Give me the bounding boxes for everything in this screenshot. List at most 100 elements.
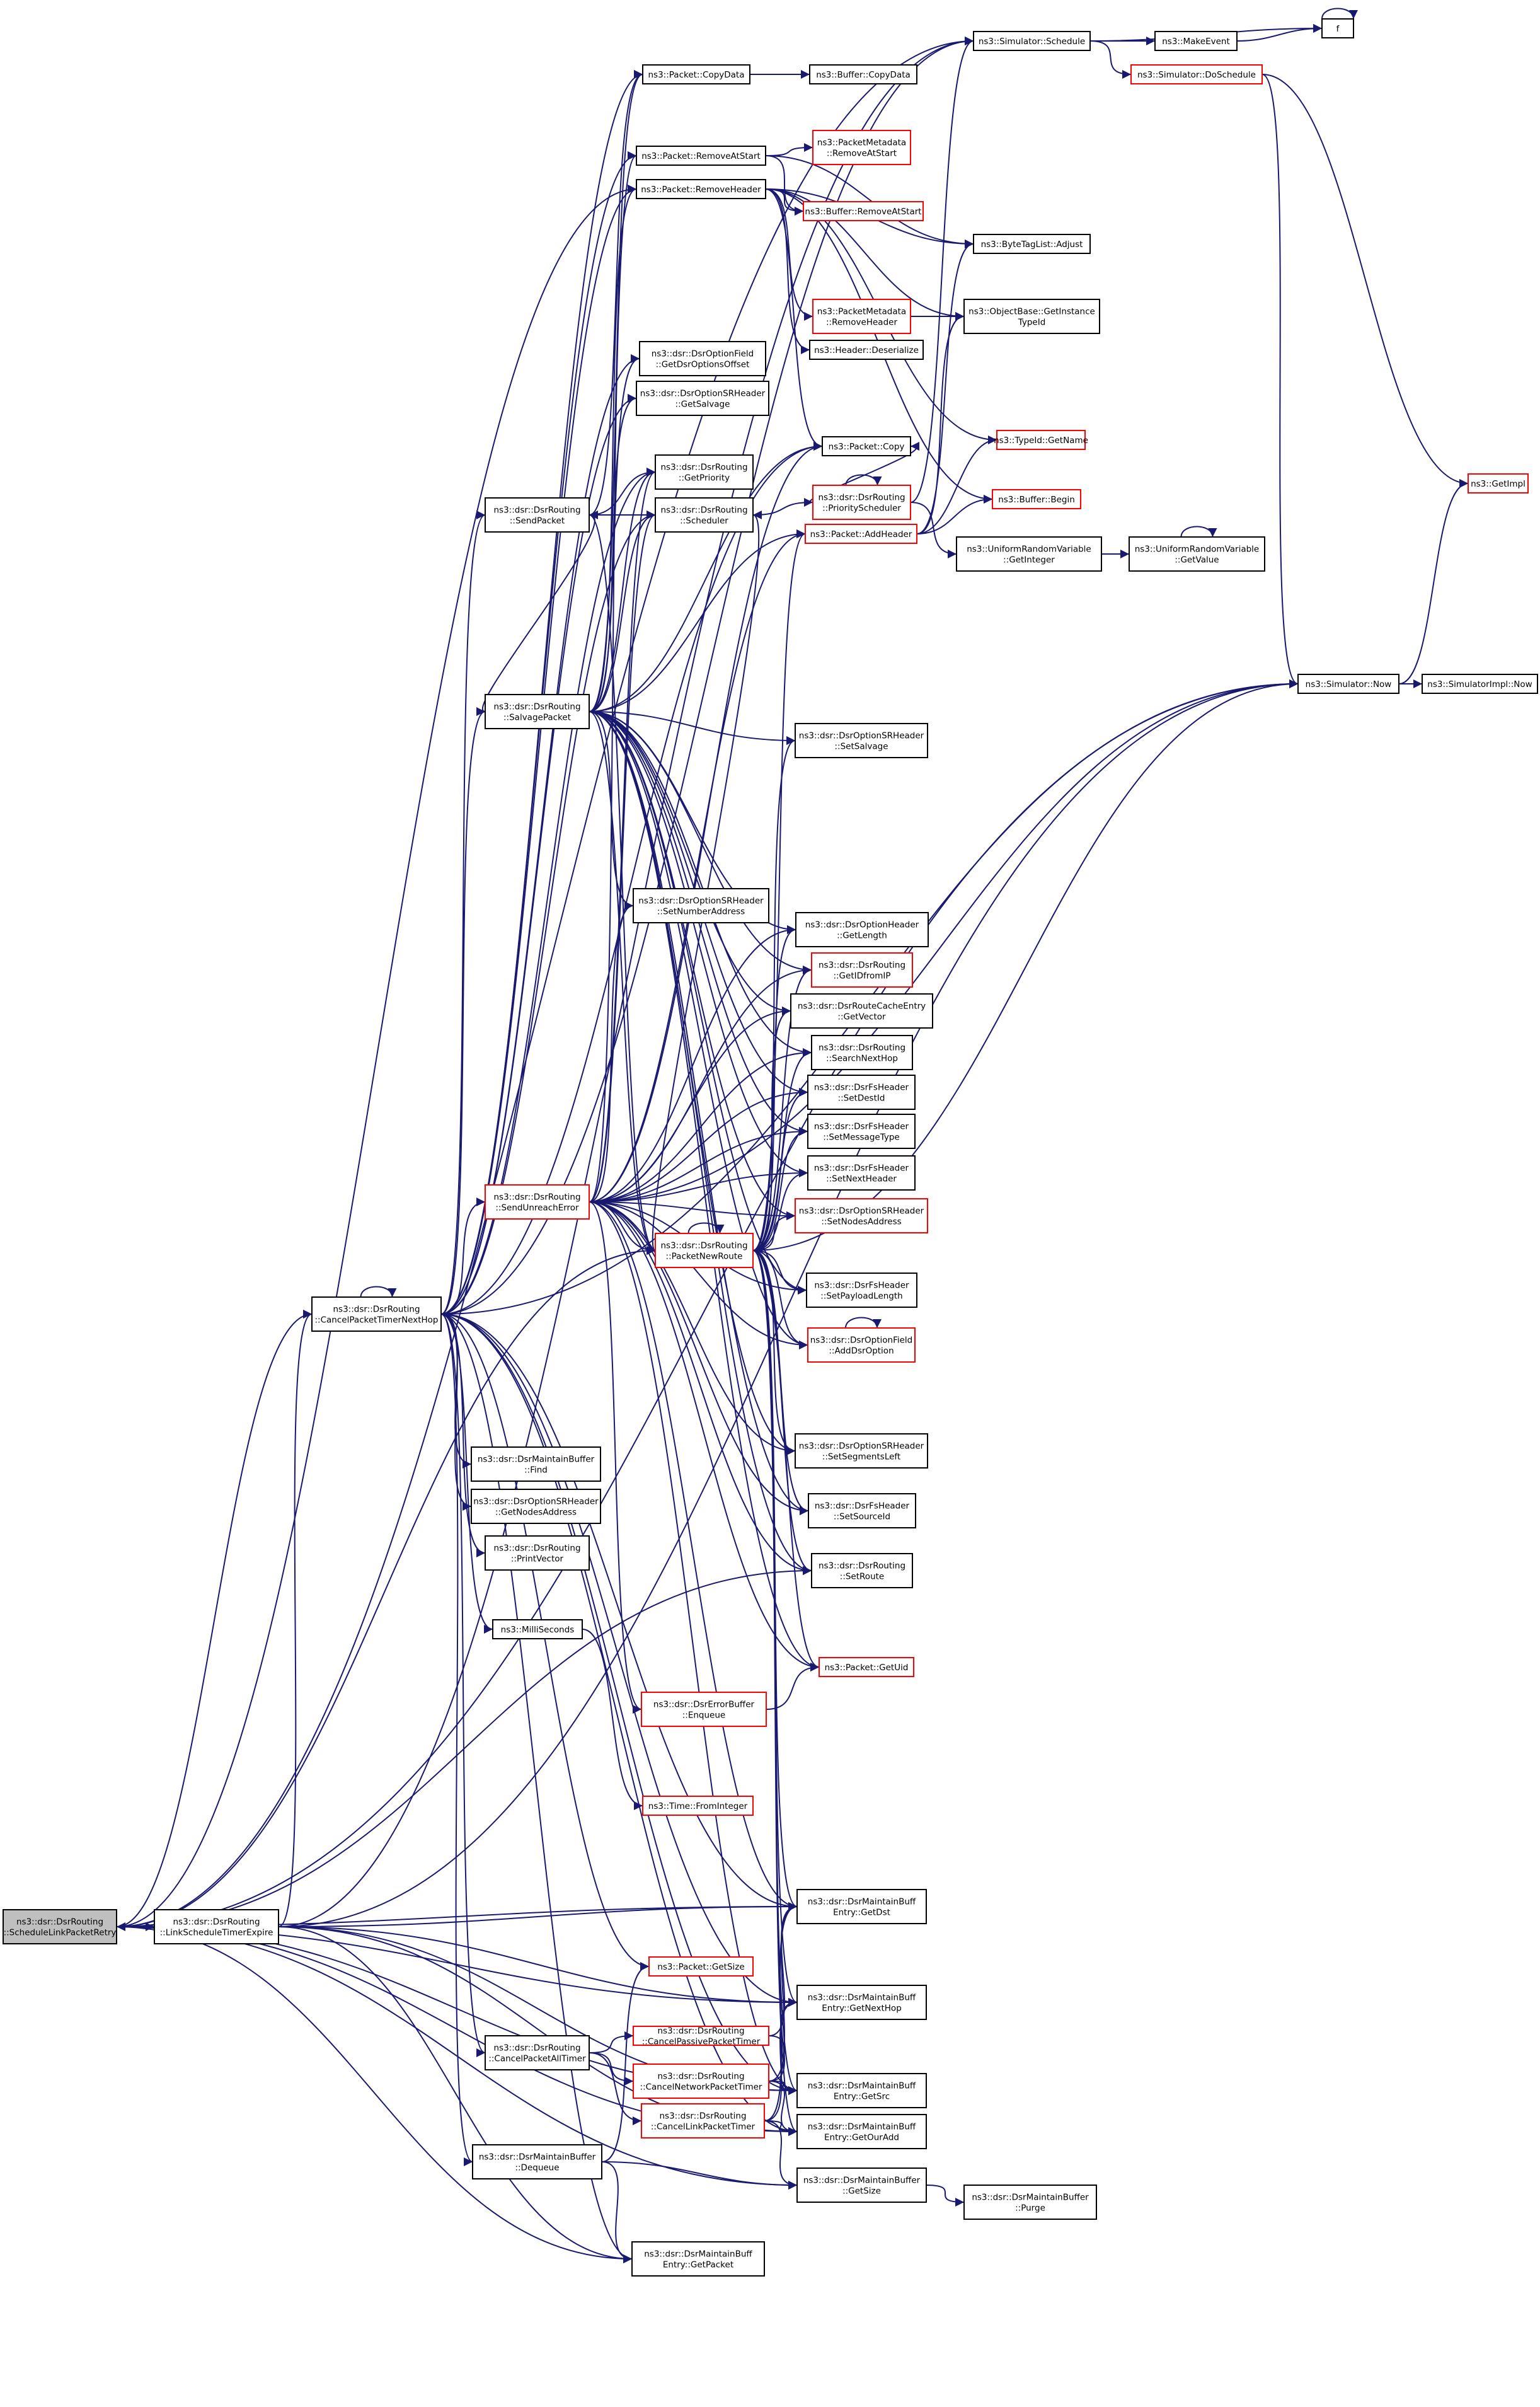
- edge-line: [440, 37, 974, 1315]
- node-mbdeq[interactable]: ns3::dsr::DsrMaintainBuffer::Dequeue: [472, 2144, 602, 2179]
- node-btadjust[interactable]: ns3::ByteTagList::Adjust: [973, 234, 1091, 254]
- node-pmremstart[interactable]: ns3::PacketMetadata::RemoveAtStart: [812, 130, 911, 165]
- node-setnodesaddr[interactable]: ns3::dsr::DsrOptionSRHeader::SetNodesAdd…: [795, 1198, 928, 1233]
- node-lste[interactable]: ns3::dsr::DsrRouting::LinkScheduleTimerE…: [154, 1909, 279, 1944]
- node-setmsgtype[interactable]: ns3::dsr::DsrFsHeader::SetMessageType: [807, 1114, 916, 1149]
- node-tidname[interactable]: ns3::TypeId::GetName: [994, 430, 1088, 450]
- edge-adddsropt-to-adddsropt: [845, 1317, 882, 1329]
- node-mbgetsize[interactable]: ns3::dsr::DsrMaintainBuffer::GetSize: [796, 2167, 927, 2203]
- node-remhdr[interactable]: ns3::Packet::RemoveHeader: [636, 179, 766, 199]
- edge-line: [589, 468, 656, 1203]
- node-ebenq[interactable]: ns3::dsr::DsrErrorBuffer::Enqueue: [641, 1692, 767, 1727]
- edge-line: [601, 1962, 650, 2162]
- edge-line: [589, 151, 637, 1203]
- edge-line: [916, 436, 997, 534]
- node-prisched[interactable]: ns3::dsr::DsrRouting::PriorityScheduler: [812, 485, 911, 520]
- node-bufremstart[interactable]: ns3::Buffer::RemoveAtStart: [803, 201, 924, 221]
- node-setsegleft[interactable]: ns3::dsr::DsrOptionSRHeader::SetSegments…: [795, 1433, 928, 1469]
- edge-cptn-to-mbdeq: [440, 1313, 473, 2166]
- node-getlen[interactable]: ns3::dsr::DsrOptionHeader::GetLength: [795, 912, 929, 947]
- node-mbfind[interactable]: ns3::dsr::DsrMaintainBuffer::Find: [471, 1446, 601, 1482]
- node-mkev[interactable]: ns3::MakeEvent: [1154, 31, 1238, 51]
- edge-cptn-to-sched: [440, 37, 974, 1315]
- node-remstart[interactable]: ns3::Packet::RemoveAtStart: [636, 146, 766, 166]
- node-clpt[interactable]: ns3::dsr::DsrRouting::CancelLinkPacketTi…: [641, 2103, 765, 2139]
- node-getvec[interactable]: ns3::dsr::DsrRouteCacheEntry::GetVector: [790, 993, 933, 1029]
- node-pgetsize[interactable]: ns3::Packet::GetSize: [648, 1956, 754, 1977]
- node-pmremhdr[interactable]: ns3::PacketMetadata::RemoveHeader: [812, 299, 911, 334]
- node-bufcopydata[interactable]: ns3::Buffer::CopyData: [809, 64, 917, 84]
- node-mbgetnh[interactable]: ns3::dsr::DsrMaintainBuffEntry::GetNextH…: [796, 1985, 927, 2020]
- node-mbpurge[interactable]: ns3::dsr::DsrMaintainBuffer::Purge: [963, 2185, 1097, 2220]
- node-copydata[interactable]: ns3::Packet::CopyData: [642, 64, 750, 84]
- node-setdestid[interactable]: ns3::dsr::DsrFsHeader::SetDestId: [807, 1075, 916, 1110]
- node-getsalv[interactable]: ns3::dsr::DsrOptionSRHeader::GetSalvage: [636, 381, 769, 416]
- node-cppt[interactable]: ns3::dsr::DsrRouting::CancelPassivePacke…: [633, 2026, 769, 2047]
- edge-pktnewroute-to-scheduler: [652, 511, 762, 1251]
- node-label: ns3::dsr::DsrMaintainBuffer: [478, 1455, 595, 1465]
- node-searchnh[interactable]: ns3::dsr::DsrRouting::SearchNextHop: [811, 1035, 913, 1070]
- node-pcopy[interactable]: ns3::Packet::Copy: [822, 436, 911, 456]
- node-box: [485, 1535, 590, 1571]
- node-setpaylen[interactable]: ns3::dsr::DsrFsHeader::SetPayloadLength: [806, 1273, 917, 1308]
- edge-line: [589, 711, 656, 1255]
- node-pktnewroute[interactable]: ns3::dsr::DsrRouting::PacketNewRoute: [655, 1233, 754, 1268]
- node-salvpkt[interactable]: ns3::dsr::DsrRouting::SalvagePacket: [485, 694, 590, 729]
- node-bufbegin[interactable]: ns3::Buffer::Begin: [992, 489, 1081, 509]
- edge-pktnewroute-to-addhdr: [752, 529, 806, 1251]
- edge-cptn-to-printvec: [440, 1313, 486, 1557]
- node-cpat[interactable]: ns3::dsr::DsrRouting::CancelPacketAllTim…: [485, 2035, 590, 2070]
- node-now[interactable]: ns3::Simulator::Now: [1297, 674, 1399, 694]
- edge-line: [1089, 40, 1132, 79]
- node-implnow[interactable]: ns3::SimulatorImpl::Now: [1422, 674, 1538, 694]
- edge-cppt-to-mbgetdst: [768, 1902, 798, 2036]
- node-box: [485, 1184, 590, 1220]
- node-printvec[interactable]: ns3::dsr::DsrRouting::PrintVector: [485, 1535, 590, 1571]
- node-sched[interactable]: ns3::Simulator::Schedule: [973, 31, 1091, 51]
- node-addhdr[interactable]: ns3::Packet::AddHeader: [805, 524, 917, 544]
- edge-line: [278, 1310, 313, 1927]
- node-cptn[interactable]: ns3::dsr::DsrRouting::CancelPacketTimerN…: [311, 1296, 442, 1332]
- node-getimpl[interactable]: ns3::GetImpl: [1468, 473, 1529, 494]
- edge-line: [1398, 479, 1469, 684]
- edge-sendunreach-to-addhdr: [589, 529, 806, 1203]
- node-setnumaddr[interactable]: ns3::dsr::DsrOptionSRHeader::SetNumberAd…: [633, 888, 769, 923]
- node-urvint[interactable]: ns3::UniformRandomVariable::GetInteger: [956, 536, 1102, 572]
- node-sendpkt[interactable]: ns3::dsr::DsrRouting::SendPacket: [485, 497, 590, 533]
- node-cnpt[interactable]: ns3::dsr::DsrRouting::CancelNetworkPacke…: [633, 2064, 769, 2099]
- node-box: [311, 1296, 442, 1332]
- node-mbgetpkt[interactable]: ns3::dsr::DsrMaintainBuffEntry::GetPacke…: [631, 2241, 765, 2277]
- node-box: [812, 485, 911, 520]
- node-setsalv[interactable]: ns3::dsr::DsrOptionSRHeader::SetSalvage: [795, 723, 928, 758]
- node-box: [796, 1889, 927, 1924]
- node-box: [485, 694, 590, 729]
- node-getprio[interactable]: ns3::dsr::DsrRouting::GetPriority: [655, 454, 754, 490]
- node-f[interactable]: f: [1321, 18, 1354, 38]
- node-hdrdeser[interactable]: ns3::Header::Deserialize: [809, 340, 924, 360]
- node-urvval[interactable]: ns3::UniformRandomVariable::GetValue: [1129, 536, 1265, 572]
- edge-line: [589, 1007, 791, 1203]
- node-sendunreach[interactable]: ns3::dsr::DsrRouting::SendUnreachError: [485, 1184, 590, 1220]
- edge-urvval-to-urvval: [1180, 526, 1217, 538]
- node-scheduler[interactable]: ns3::dsr::DsrRouting::Scheduler: [655, 497, 754, 533]
- node-dosch[interactable]: ns3::Simulator::DoSchedule: [1130, 64, 1263, 84]
- node-getuid[interactable]: ns3::Packet::GetUid: [819, 1657, 914, 1677]
- node-fromint[interactable]: ns3::Time::FromInteger: [642, 1796, 754, 1816]
- node-getnodesaddr[interactable]: ns3::dsr::DsrOptionSRHeader::GetNodesAdd…: [471, 1489, 601, 1524]
- node-setroute[interactable]: ns3::dsr::DsrRouting::SetRoute: [811, 1553, 913, 1588]
- node-getidip[interactable]: ns3::dsr::DsrRouting::GetIDfromIP: [811, 952, 913, 988]
- node-getdsroff[interactable]: ns3::dsr::DsrOptionField::GetDsrOptionsO…: [639, 341, 766, 376]
- node-millis[interactable]: ns3::MilliSeconds: [492, 1619, 583, 1639]
- node-root[interactable]: ns3::dsr::DsrRouting::ScheduleLinkPacket…: [3, 1909, 117, 1944]
- node-setsrcid[interactable]: ns3::dsr::DsrFsHeader::SetSourceId: [808, 1493, 916, 1528]
- node-adddsropt[interactable]: ns3::dsr::DsrOptionField::AddDsrOption: [807, 1327, 916, 1363]
- edge-line: [116, 1310, 313, 1927]
- edge-cptn-to-sendpkt: [440, 511, 486, 1315]
- node-mbgetour[interactable]: ns3::dsr::DsrMaintainBuffEntry::GetOurAd…: [796, 2114, 927, 2149]
- edge-cptn-to-remstart: [440, 151, 637, 1315]
- node-setnexthdr[interactable]: ns3::dsr::DsrFsHeader::SetNextHeader: [807, 1155, 916, 1191]
